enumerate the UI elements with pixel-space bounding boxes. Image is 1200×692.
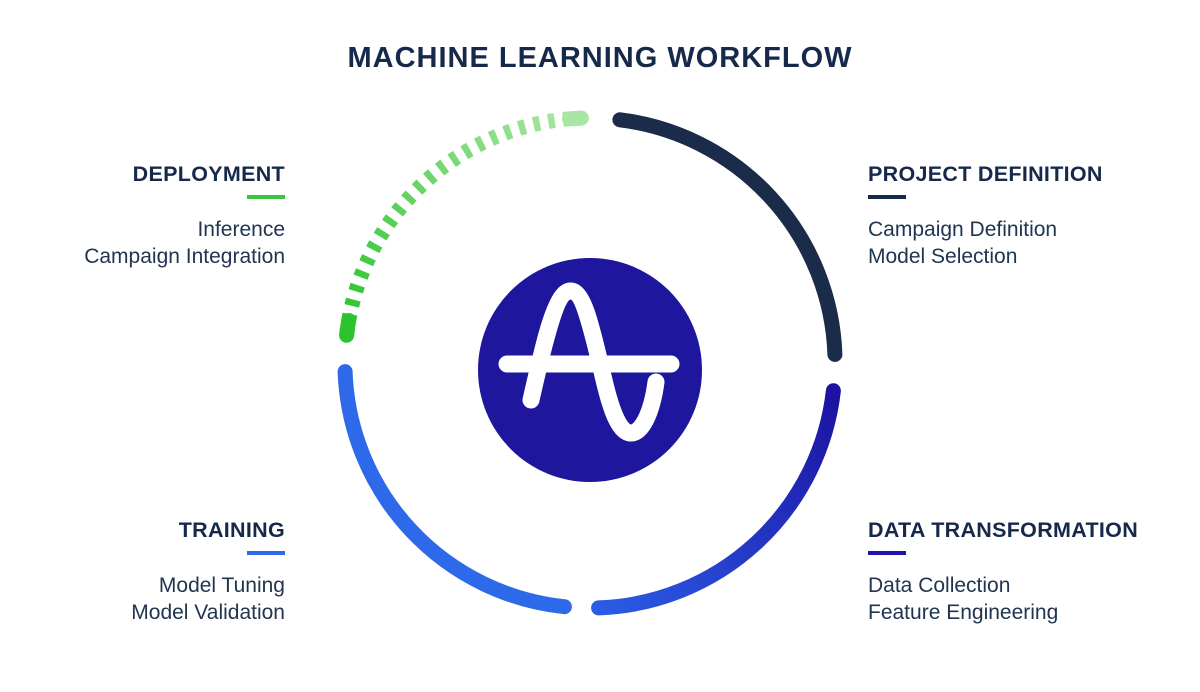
section-heading: PROJECT DEFINITION xyxy=(868,162,1103,186)
section-deployment: DEPLOYMENT Inference Campaign Integratio… xyxy=(40,162,285,270)
section-item: Model Selection xyxy=(868,245,1018,268)
section-item: Model Validation xyxy=(131,601,285,624)
section-heading: DEPLOYMENT xyxy=(132,162,285,186)
page-title: MACHINE LEARNING WORKFLOW xyxy=(347,42,853,74)
accent-underline xyxy=(247,195,285,199)
section-item: Feature Engineering xyxy=(868,601,1059,624)
arc-deployment-dashed xyxy=(339,110,582,337)
section-item: Campaign Definition xyxy=(868,218,1058,241)
arc-deployment-end-cap xyxy=(562,110,589,127)
arc-data-transformation xyxy=(591,383,841,616)
section-training: TRAINING Model Tuning Model Validation xyxy=(40,518,285,626)
arc-deployment-start-cap xyxy=(339,313,357,343)
accent-underline xyxy=(247,551,285,555)
section-project-definition: PROJECT DEFINITION Campaign Definition M… xyxy=(868,162,1168,270)
section-heading: TRAINING xyxy=(178,518,285,542)
accent-underline xyxy=(868,195,906,199)
section-item: Campaign Integration xyxy=(84,245,285,268)
arc-project-definition xyxy=(612,112,843,362)
accent-underline xyxy=(868,551,906,555)
amplitude-logo xyxy=(478,258,702,482)
section-heading: DATA TRANSFORMATION xyxy=(868,518,1139,542)
arc-training xyxy=(337,364,572,615)
section-item: Inference xyxy=(197,218,285,241)
section-item: Data Collection xyxy=(868,574,1011,597)
section-item: Model Tuning xyxy=(158,574,285,597)
section-data-transformation: DATA TRANSFORMATION Data Collection Feat… xyxy=(868,518,1168,626)
